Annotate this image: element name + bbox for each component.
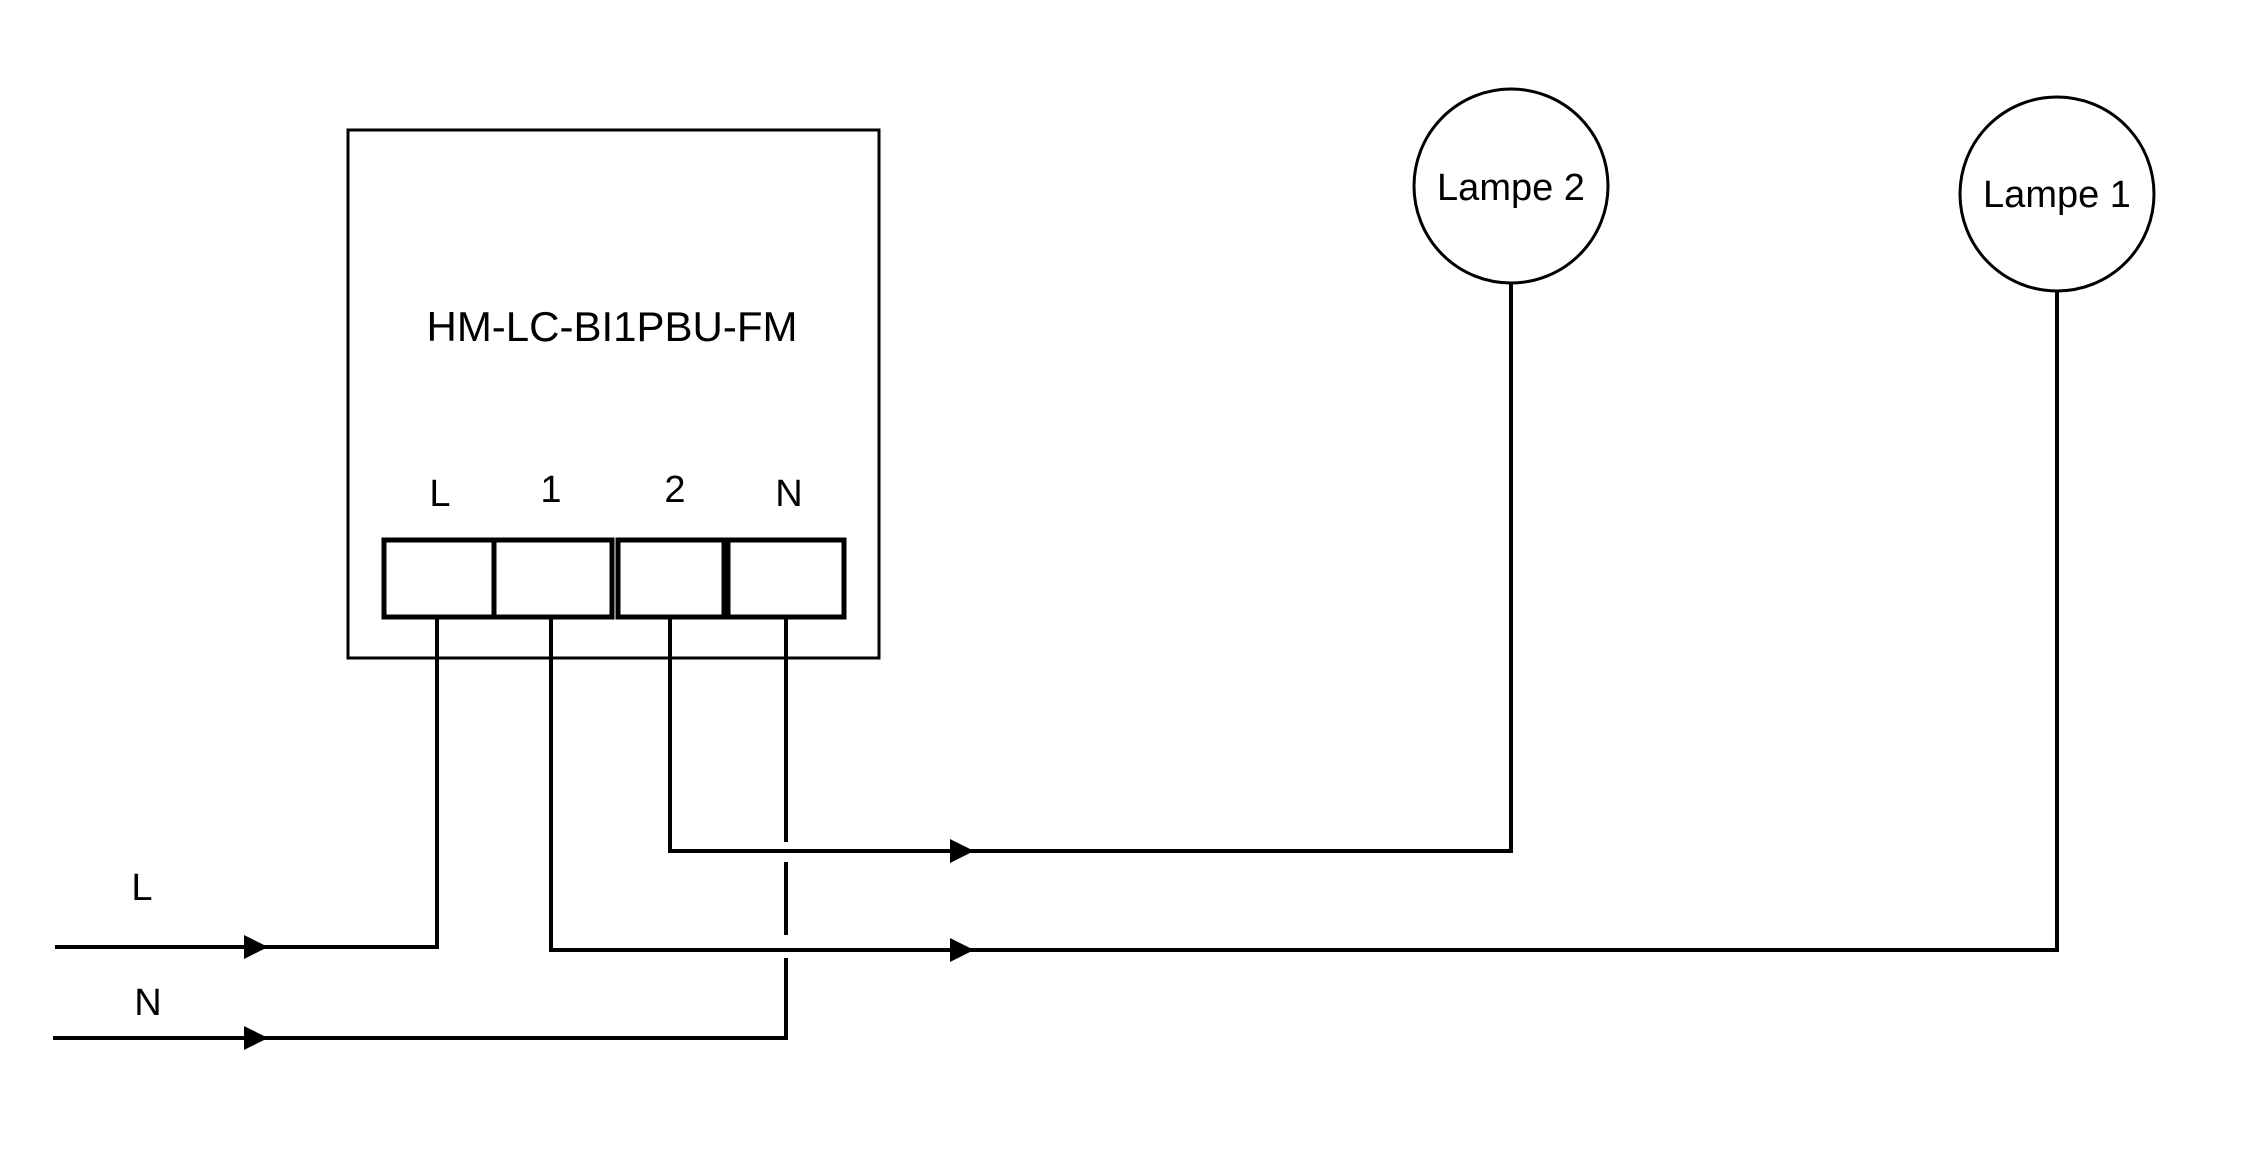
terminal-block	[381, 537, 847, 620]
terminal-2	[615, 537, 727, 620]
arrow-neutral-input	[244, 1026, 268, 1050]
terminal-l	[381, 537, 497, 620]
arrow-phase-input	[244, 935, 268, 959]
terminal-n	[725, 537, 847, 620]
input-label-n: N	[134, 982, 161, 1024]
wire-neutral-input	[53, 958, 788, 1040]
lamp-2: Lampe 2	[1412, 87, 1610, 285]
device-name-label: HM-LC-BI1PBU-FM	[426, 303, 797, 350]
terminal-label-n: N	[775, 473, 802, 515]
wire-output-1	[549, 291, 2059, 952]
wire-phase-input	[55, 617, 439, 949]
wire-output-2	[668, 283, 1513, 853]
terminal-label-2: 2	[664, 469, 685, 511]
terminal-1	[491, 537, 615, 620]
lamp-2-label: Lampe 2	[1437, 167, 1585, 209]
terminal-label-1: 1	[540, 469, 561, 511]
lamp-1-label: Lampe 1	[1983, 174, 2131, 216]
terminal-label-l: L	[429, 473, 450, 515]
input-label-l: L	[131, 867, 152, 909]
arrow-output-1	[950, 938, 974, 962]
lamp-1: Lampe 1	[1958, 95, 2156, 293]
device-box	[346, 128, 881, 660]
arrow-output-2	[950, 839, 974, 863]
